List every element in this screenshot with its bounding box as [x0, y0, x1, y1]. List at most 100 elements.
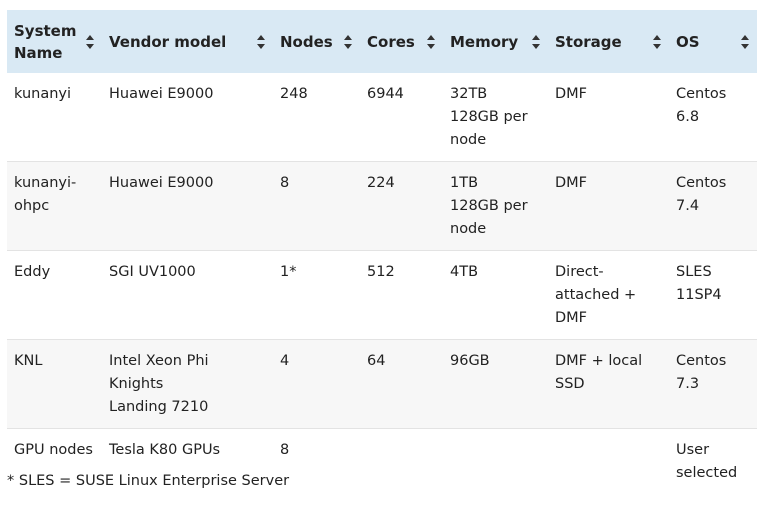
header-row: System Name Vendor model Nodes Cores Mem…: [7, 10, 757, 73]
table-row: kunanyi Huawei E9000 248 6944 32TB 128GB per n…: [7, 73, 757, 162]
cell-text-line: ohpc: [14, 198, 50, 214]
cell-text-line: 8: [280, 175, 290, 191]
cell-text-line: SSD: [555, 376, 585, 392]
sort-updown-icon[interactable]: [426, 34, 436, 50]
cell-text-line: 512: [367, 264, 395, 280]
cell-cores: 64: [360, 339, 443, 429]
cell-text-line: Direct-: [555, 264, 604, 280]
column-header-vendor-model[interactable]: Vendor model: [102, 10, 273, 73]
column-header-memory[interactable]: Memory: [443, 10, 548, 73]
cell-text-line: DMF: [555, 175, 588, 191]
cell-text-line: 96GB: [450, 353, 490, 369]
cell-text-line: Centos: [676, 175, 727, 191]
cell-text-line: 1*: [280, 264, 297, 280]
cell-text-line: attached +: [555, 287, 637, 303]
sort-updown-icon[interactable]: [740, 34, 750, 50]
cell-vendor-model: Tesla K80 GPUs: [102, 429, 273, 495]
cell-text-line: 224: [367, 175, 395, 191]
cell-cores: 6944: [360, 73, 443, 162]
cell-os: Centos 7.4: [669, 161, 757, 251]
cell-text-line: 7.4: [676, 198, 700, 214]
cell-storage: [548, 429, 669, 495]
cell-text-line: 11SP4: [676, 287, 722, 303]
sort-updown-icon[interactable]: [343, 34, 353, 50]
cell-text-line: 6944: [367, 86, 404, 102]
cell-os: Centos 7.3: [669, 339, 757, 429]
cell-system-name: Eddy: [7, 250, 102, 340]
cell-text-line: kunanyi-: [14, 175, 77, 191]
cell-text-line: 4: [280, 353, 290, 369]
cell-text-line: Huawei E9000: [109, 175, 214, 191]
cell-text-line: 6.8: [676, 109, 700, 125]
cell-text-line: node: [450, 132, 487, 148]
column-header-label: Storage: [555, 32, 622, 51]
cell-text-line: DMF: [555, 310, 588, 326]
cell-nodes: 4: [273, 339, 360, 429]
cell-text-line: Landing 7210: [109, 399, 209, 415]
cell-memory: [443, 429, 548, 495]
systems-table: System Name Vendor model Nodes Cores Mem…: [7, 10, 757, 494]
cell-text-line: 128GB per: [450, 109, 528, 125]
cell-text-line: 248: [280, 86, 308, 102]
column-header-label: OS: [676, 32, 700, 51]
column-header-os[interactable]: OS: [669, 10, 757, 73]
column-header-label: System Name: [14, 21, 77, 62]
cell-system-name: KNL: [7, 339, 102, 429]
cell-vendor-model: Huawei E9000: [102, 73, 273, 162]
cell-text-line: 7.3: [676, 376, 700, 392]
cell-nodes: 8: [273, 429, 360, 495]
cell-text-line: Intel Xeon Phi Knights: [109, 353, 209, 392]
cell-text-line: GPU nodes: [14, 442, 93, 458]
cell-text-line: Tesla K80 GPUs: [109, 442, 221, 458]
cell-text-line: kunanyi: [14, 86, 72, 102]
cell-text-line: KNL: [14, 353, 43, 369]
sort-updown-icon[interactable]: [256, 34, 266, 50]
cell-system-name: kunanyi: [7, 73, 102, 162]
cell-memory: 32TB 128GB per node: [443, 73, 548, 162]
cell-vendor-model: SGI UV1000: [102, 250, 273, 340]
column-header-label: Vendor model: [109, 32, 227, 51]
column-header-cores[interactable]: Cores: [360, 10, 443, 73]
cell-text-line: Centos: [676, 353, 727, 369]
cell-vendor-model: Huawei E9000: [102, 161, 273, 251]
cell-text-line: node: [450, 221, 487, 237]
cell-nodes: 248: [273, 73, 360, 162]
column-header-nodes[interactable]: Nodes: [273, 10, 360, 73]
cell-cores: [360, 429, 443, 495]
cell-cores: 512: [360, 250, 443, 340]
cell-memory: 4TB: [443, 250, 548, 340]
cell-text-line: 32TB: [450, 86, 488, 102]
cell-storage: Direct-attached + DMF: [548, 250, 669, 340]
cell-system-name: kunanyi-ohpc: [7, 161, 102, 251]
cell-text-line: 1TB: [450, 175, 479, 191]
cell-text-line: Centos: [676, 86, 727, 102]
column-header-system-name[interactable]: System Name: [7, 10, 102, 73]
cell-text-line: Eddy: [14, 264, 51, 280]
column-header-storage[interactable]: Storage: [548, 10, 669, 73]
sort-updown-icon[interactable]: [652, 34, 662, 50]
systems-table-container: System Name Vendor model Nodes Cores Mem…: [7, 10, 757, 494]
cell-os: Centos 6.8: [669, 73, 757, 162]
cell-system-name: GPU nodes: [7, 429, 102, 495]
column-header-label: Nodes: [280, 32, 333, 51]
cell-text-line: Huawei E9000: [109, 86, 214, 102]
cell-nodes: 8: [273, 161, 360, 251]
cell-text-line: selected: [676, 465, 738, 481]
cell-text-line: DMF + local: [555, 353, 643, 369]
sort-updown-icon[interactable]: [531, 34, 541, 50]
footnote: * SLES = SUSE Linux Enterprise Server: [7, 473, 290, 489]
sort-updown-icon[interactable]: [85, 34, 95, 50]
cell-text-line: SGI UV1000: [109, 264, 196, 280]
cell-nodes: 1*: [273, 250, 360, 340]
cell-storage: DMF: [548, 73, 669, 162]
cell-memory: 96GB: [443, 339, 548, 429]
cell-text-line: DMF: [555, 86, 588, 102]
column-header-label: Cores: [367, 32, 415, 51]
